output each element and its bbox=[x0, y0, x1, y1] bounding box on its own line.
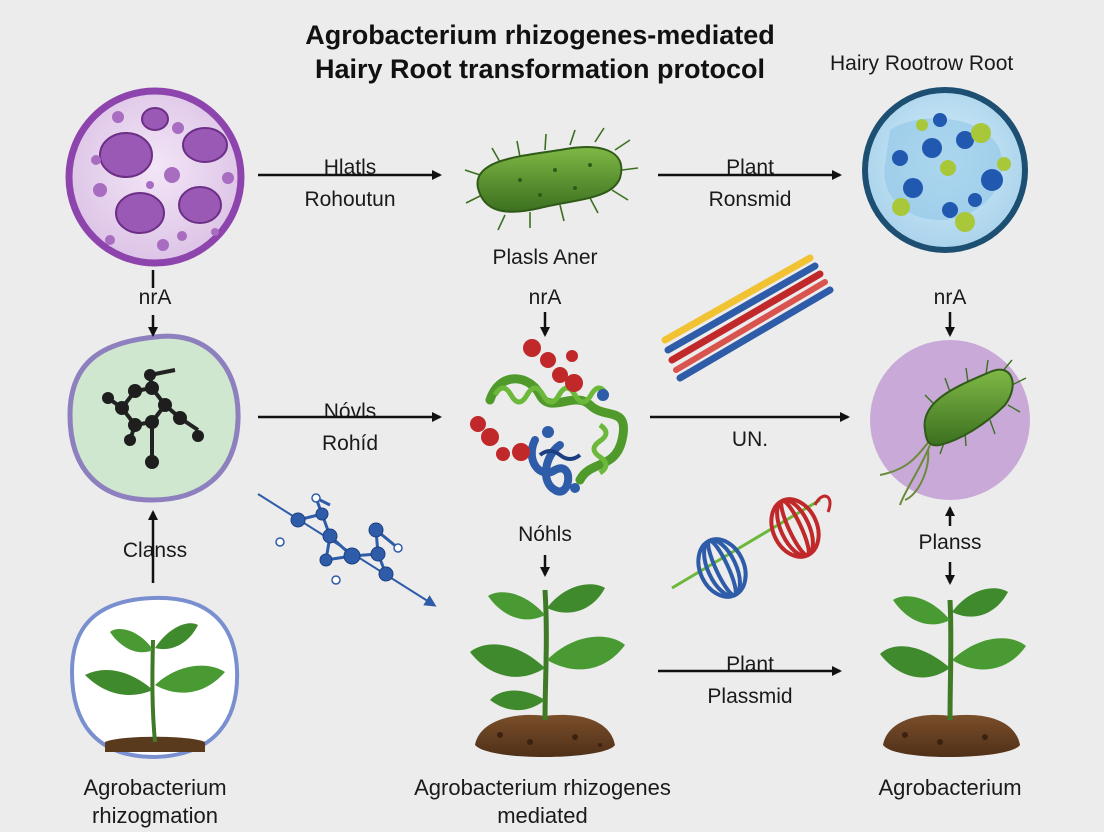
center-plant-icon bbox=[470, 584, 625, 757]
plasmid-coil-icon bbox=[672, 492, 830, 605]
right-plant-icon bbox=[880, 588, 1026, 757]
dna-strands-icon bbox=[665, 258, 830, 378]
molecule-chain-icon bbox=[258, 494, 434, 605]
potted-plant-icon bbox=[72, 598, 237, 757]
blue-cell-icon bbox=[865, 90, 1025, 250]
protein-icon bbox=[470, 339, 624, 493]
molecule-icon bbox=[70, 336, 238, 500]
bacterium-icon bbox=[465, 128, 638, 230]
bacterium-flagella-icon bbox=[870, 340, 1030, 505]
arrows bbox=[153, 175, 950, 671]
plant-cell-icon bbox=[69, 91, 241, 263]
